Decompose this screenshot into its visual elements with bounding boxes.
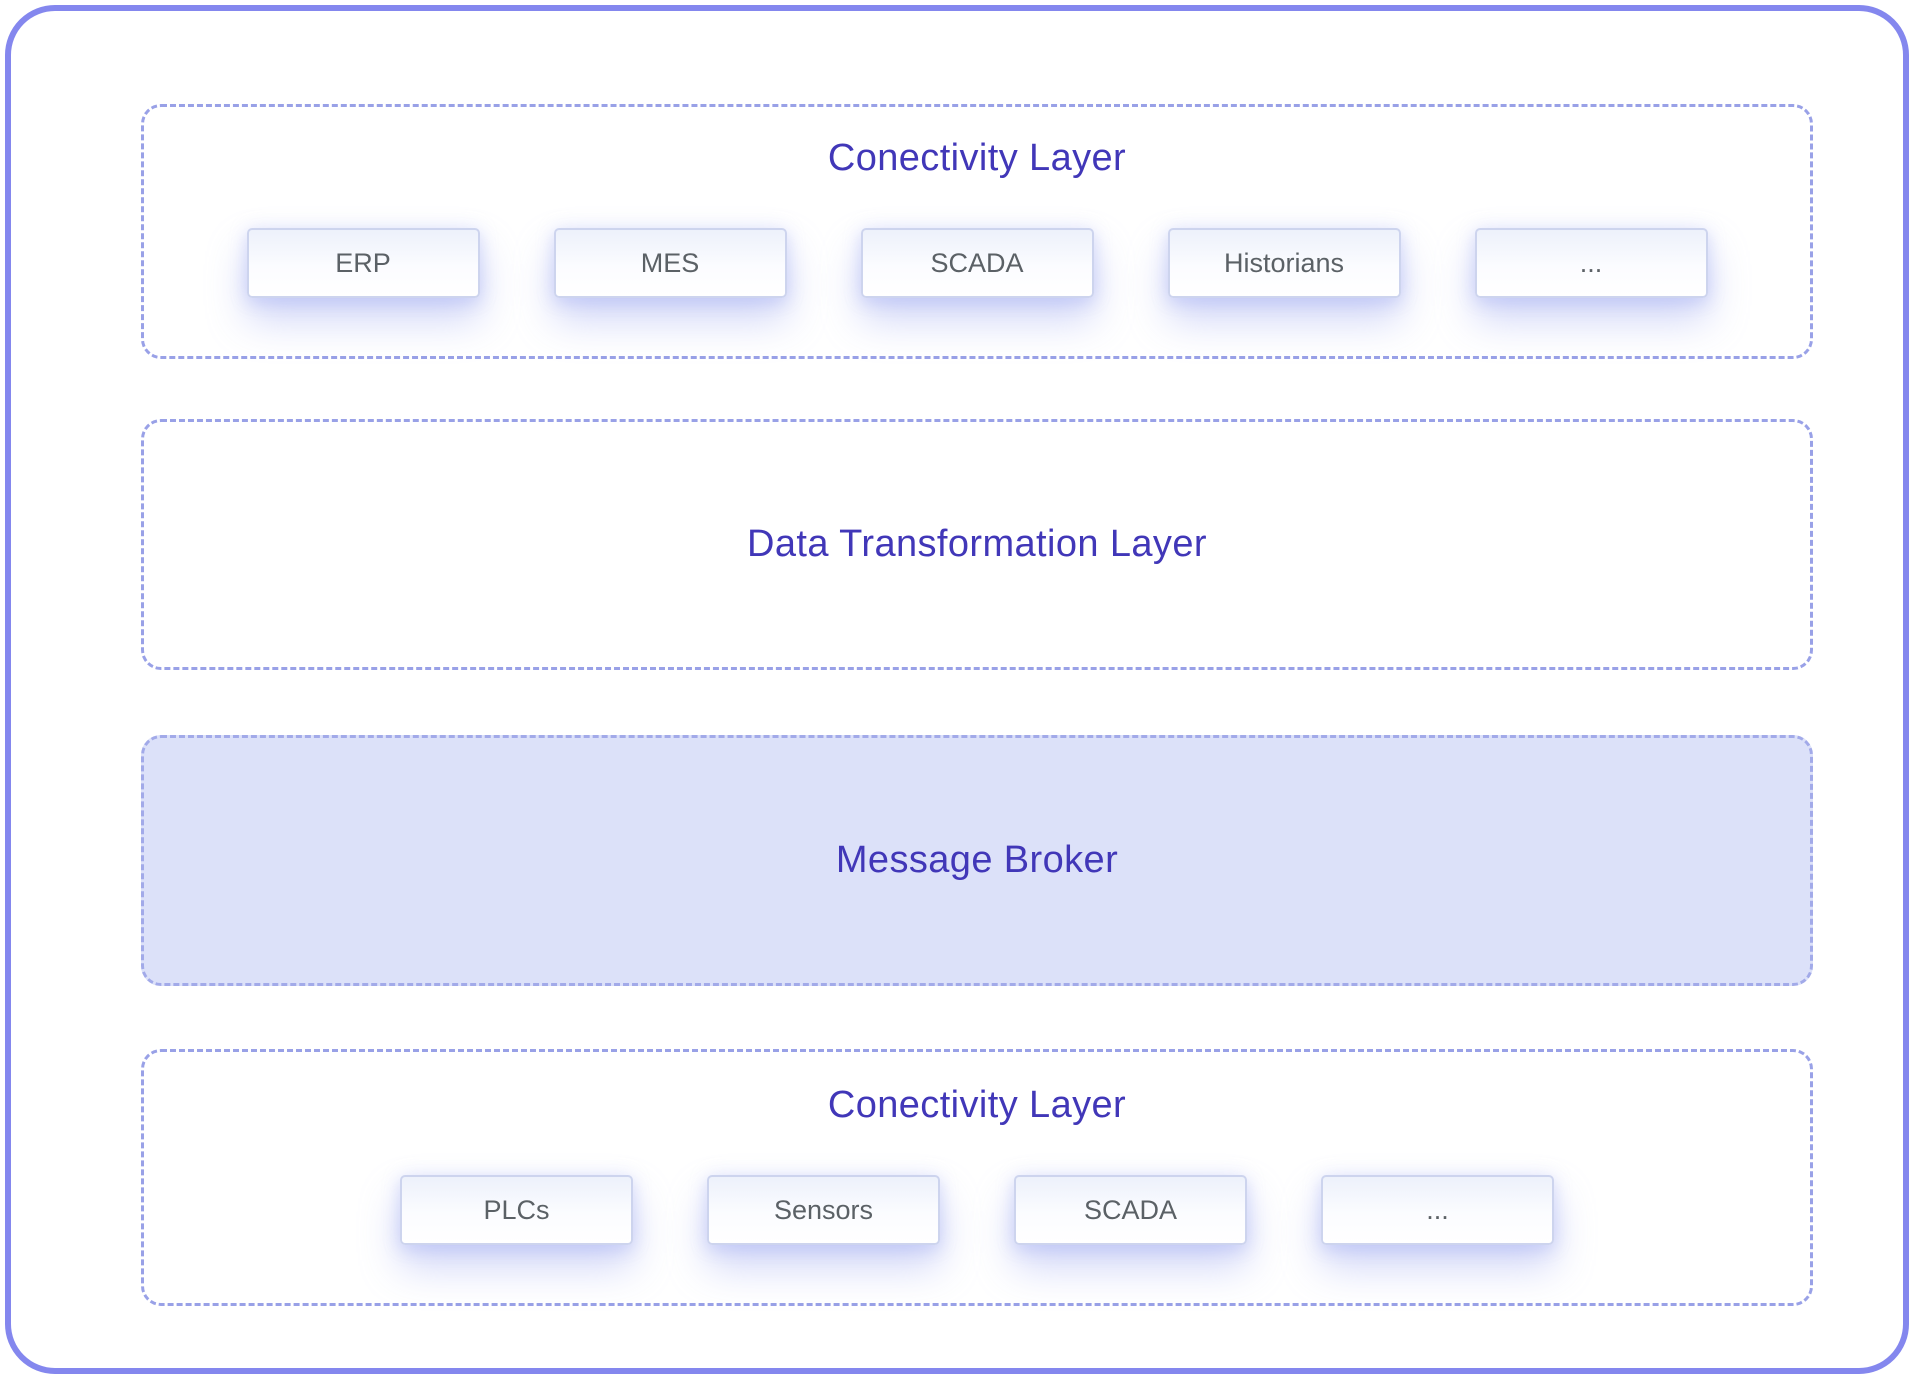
layer-title-data-transformation: Data Transformation Layer [747, 522, 1207, 565]
layer-connectivity-bottom: Conectivity Layer PLCs Sensors SCADA ... [141, 1049, 1813, 1306]
layer-title-connectivity-top: Conectivity Layer [827, 137, 1127, 179]
item-row-top: ERP MES SCADA Historians ... [144, 228, 1810, 298]
item-erp: ERP [246, 228, 480, 298]
layer-title-connectivity-bottom: Conectivity Layer [827, 1084, 1127, 1126]
item-historians: Historians [1167, 228, 1401, 298]
item-ellipsis-top: ... [1474, 228, 1708, 298]
layer-message-broker: Message Broker [141, 735, 1813, 986]
layer-title-message-broker: Message Broker [835, 838, 1119, 881]
layer-connectivity-top: Conectivity Layer ERP MES SCADA Historia… [141, 104, 1813, 359]
item-ellipsis-bottom: ... [1321, 1175, 1554, 1245]
item-row-bottom: PLCs Sensors SCADA ... [144, 1175, 1810, 1245]
layer-data-transformation: Data Transformation Layer [141, 419, 1813, 670]
item-scada-bottom: SCADA [1014, 1175, 1247, 1245]
item-plcs: PLCs [400, 1175, 633, 1245]
item-sensors: Sensors [707, 1175, 940, 1245]
item-scada-top: SCADA [860, 228, 1094, 298]
diagram-frame: Conectivity Layer ERP MES SCADA Historia… [5, 5, 1909, 1374]
item-mes: MES [553, 228, 787, 298]
